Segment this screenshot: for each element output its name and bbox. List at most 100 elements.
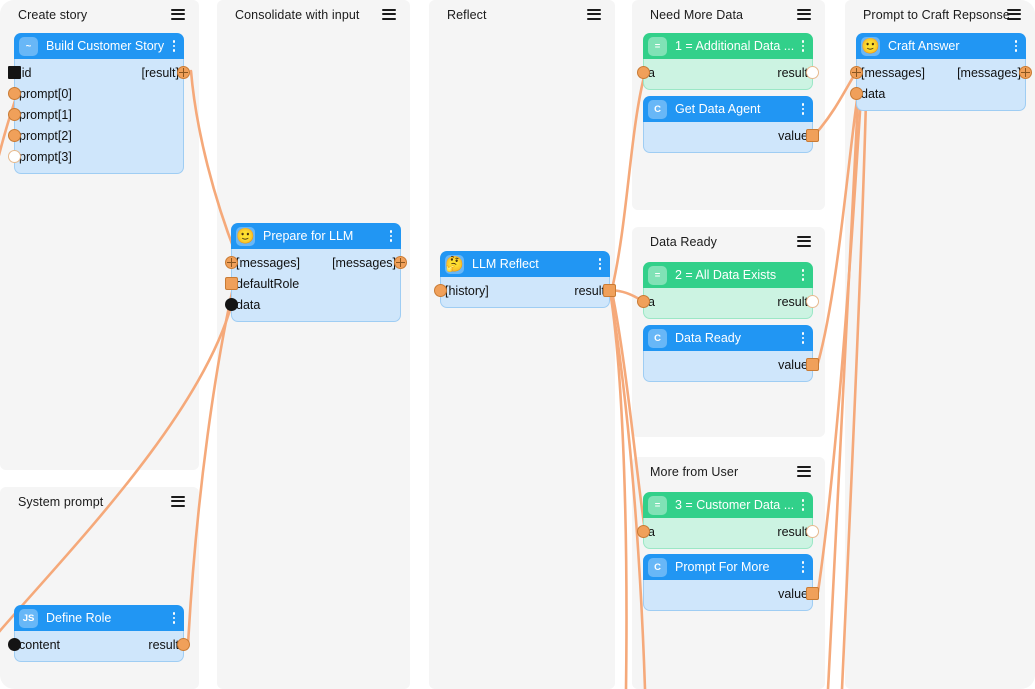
kebab-menu-icon[interactable]: [797, 499, 809, 511]
node-title: Get Data Agent: [675, 102, 761, 116]
node-header[interactable]: =1 = Additional Data ...: [643, 33, 813, 59]
port-circle-filled[interactable]: [225, 298, 238, 311]
node-port-row: [messages] [messages]: [850, 62, 1032, 83]
output-port-label: [result]: [141, 65, 179, 80]
port-circle[interactable]: [434, 284, 447, 297]
port-circle[interactable]: [8, 108, 21, 121]
kebab-menu-icon[interactable]: [797, 40, 809, 52]
node-header[interactable]: 🤔LLM Reflect: [440, 251, 610, 277]
output-port-label: [messages]: [332, 255, 396, 270]
node-header[interactable]: =2 = All Data Exists: [643, 262, 813, 288]
hamburger-menu-icon[interactable]: [797, 9, 811, 21]
hamburger-menu-icon[interactable]: [171, 496, 185, 508]
port-square-filled[interactable]: [8, 66, 21, 79]
kebab-menu-icon[interactable]: [594, 258, 606, 270]
port-circle[interactable]: [8, 129, 21, 142]
kebab-menu-icon[interactable]: [1010, 40, 1022, 52]
node-body: value: [643, 351, 819, 382]
node-title: 1 = Additional Data ...: [675, 39, 795, 53]
kebab-menu-icon[interactable]: [385, 230, 397, 242]
kebab-menu-icon[interactable]: [797, 332, 809, 344]
node-prepare-for-llm[interactable]: 🙂Prepare for LLM[messages][messages]defa…: [225, 223, 407, 322]
port-crosshair[interactable]: [177, 66, 190, 79]
port-square[interactable]: [603, 284, 616, 297]
group-panel-consolidate[interactable]: Consolidate with input: [217, 0, 410, 689]
node-craft-answer[interactable]: 🙂Craft Answer [messages] [messages] data: [850, 33, 1032, 111]
port-crosshair[interactable]: [225, 256, 238, 269]
port-crosshair[interactable]: [394, 256, 407, 269]
group-panel-reflect[interactable]: Reflect: [429, 0, 615, 689]
input-port-label: prompt[2]: [19, 128, 72, 143]
port-circle-filled[interactable]: [8, 638, 21, 651]
port-crosshair[interactable]: [1019, 66, 1032, 79]
node-title: Prompt For More: [675, 560, 770, 574]
hamburger-menu-icon[interactable]: [171, 9, 185, 21]
kebab-menu-icon[interactable]: [168, 40, 180, 52]
node-type-badge-icon: 🙂: [861, 36, 880, 56]
port-square[interactable]: [806, 587, 819, 600]
node-title: Data Ready: [675, 331, 742, 345]
node-header[interactable]: 🙂Craft Answer: [856, 33, 1026, 59]
port-square[interactable]: [225, 277, 238, 290]
output-port-label: value: [778, 357, 808, 372]
node-header[interactable]: 🙂Prepare for LLM: [231, 223, 401, 249]
output-port-label: result: [777, 65, 808, 80]
node-title: Build Customer Story: [46, 39, 165, 53]
hamburger-menu-icon[interactable]: [797, 466, 811, 478]
port-circle[interactable]: [637, 66, 650, 79]
port-circle-hollow[interactable]: [806, 525, 819, 538]
group-panel-prompt-to-craft[interactable]: Prompt to Craft Repsonse: [845, 0, 1035, 689]
input-port-label: [messages]: [861, 65, 925, 80]
kebab-menu-icon[interactable]: [168, 612, 180, 624]
port-circle[interactable]: [637, 525, 650, 538]
node-port-row: prompt[0]: [8, 83, 183, 104]
hamburger-menu-icon[interactable]: [797, 236, 811, 248]
node-llm-reflect[interactable]: 🤔LLM Reflect[history]result: [434, 251, 616, 308]
port-circle[interactable]: [177, 638, 190, 651]
node-header[interactable]: ~Build Customer Story: [14, 33, 184, 59]
node-port-row: data: [850, 83, 1025, 104]
port-circle-hollow[interactable]: [8, 150, 21, 163]
hamburger-menu-icon[interactable]: [587, 9, 601, 21]
group-panel-title: Consolidate with input: [235, 8, 360, 22]
input-port-label: data: [861, 86, 886, 101]
kebab-menu-icon[interactable]: [797, 103, 809, 115]
port-square[interactable]: [806, 358, 819, 371]
node-body: value: [643, 122, 819, 153]
hamburger-menu-icon[interactable]: [1007, 9, 1021, 21]
kebab-menu-icon[interactable]: [797, 561, 809, 573]
port-circle[interactable]: [8, 87, 21, 100]
output-port-label: result: [777, 524, 808, 539]
port-circle-hollow[interactable]: [806, 295, 819, 308]
port-circle-hollow[interactable]: [806, 66, 819, 79]
group-panel-title: Need More Data: [650, 8, 744, 22]
node-title: Define Role: [46, 611, 112, 625]
port-circle[interactable]: [637, 295, 650, 308]
node-header[interactable]: =3 = Customer Data ...: [643, 492, 813, 518]
node-port-row: defaultRole: [225, 273, 400, 294]
hamburger-menu-icon[interactable]: [382, 9, 396, 21]
port-crosshair[interactable]: [850, 66, 863, 79]
node-body: value: [643, 580, 819, 611]
port-circle[interactable]: [850, 87, 863, 100]
node-type-badge-icon: 🤔: [445, 254, 464, 274]
kebab-menu-icon[interactable]: [797, 269, 809, 281]
input-port-label: [history]: [445, 283, 489, 298]
output-port-label: [messages]: [957, 65, 1021, 80]
port-square[interactable]: [806, 129, 819, 142]
